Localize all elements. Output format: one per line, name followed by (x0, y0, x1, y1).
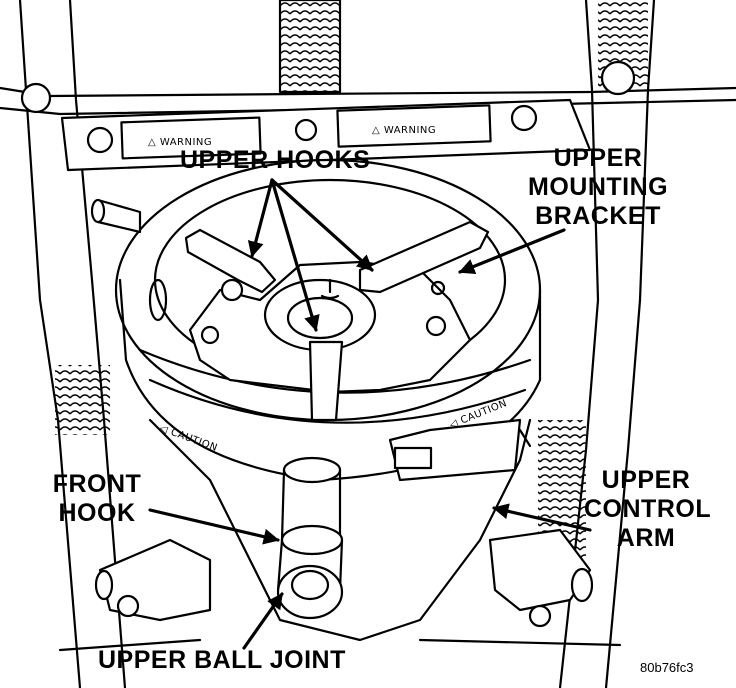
upper-hook-right (358, 220, 490, 294)
arrow-upper-mounting-bracket (458, 228, 566, 275)
label-line: BRACKET (535, 202, 661, 230)
label-line: CONTROL (584, 495, 712, 523)
label-line: HOOK (58, 499, 136, 527)
top-plate (60, 98, 592, 172)
lower-spring-seat (148, 418, 532, 642)
label-line: MOUNTING (528, 173, 669, 201)
label-front-hook: FRONT HOOK (42, 470, 152, 528)
arrow-upper-ball-joint (242, 592, 284, 650)
left-side-bolt (90, 198, 142, 234)
label-line: UPPER (601, 466, 691, 494)
top-threaded-rod (278, 0, 342, 94)
left-control-arm-bushing (94, 538, 212, 622)
right-vertical-post (538, 0, 656, 688)
label-upper-control-arm: UPPER CONTROL ARM (584, 466, 712, 553)
label-upper-mounting-bracket: UPPER MOUNTING BRACKET (528, 144, 668, 231)
arrow-upper-hook-right (270, 178, 374, 272)
upper-hook-center (308, 340, 344, 422)
arrow-upper-control-arm (492, 503, 592, 532)
figure-code: 80b76fc3 (640, 660, 694, 675)
label-line: FRONT (52, 470, 142, 498)
label-upper-ball-joint: UPPER BALL JOINT (98, 646, 346, 674)
base-outline (58, 638, 622, 652)
arrow-front-hook (148, 508, 280, 545)
label-upper-hooks: UPPER HOOKS (180, 146, 371, 174)
arrow-upper-hook-center (270, 178, 320, 332)
arrow-upper-hook-left (247, 178, 274, 258)
right-control-arm-bushing (488, 428, 594, 628)
label-line: UPPER (553, 144, 643, 172)
callout-arrows (148, 178, 592, 650)
left-vertical-post (18, 0, 127, 688)
plate-warning-right: △ WARNING (372, 125, 437, 136)
plate-warning-left: △ WARNING (148, 137, 213, 148)
upper-hook-left (184, 228, 277, 294)
ball-joint-stud (276, 456, 344, 620)
label-line: ARM (616, 524, 676, 552)
